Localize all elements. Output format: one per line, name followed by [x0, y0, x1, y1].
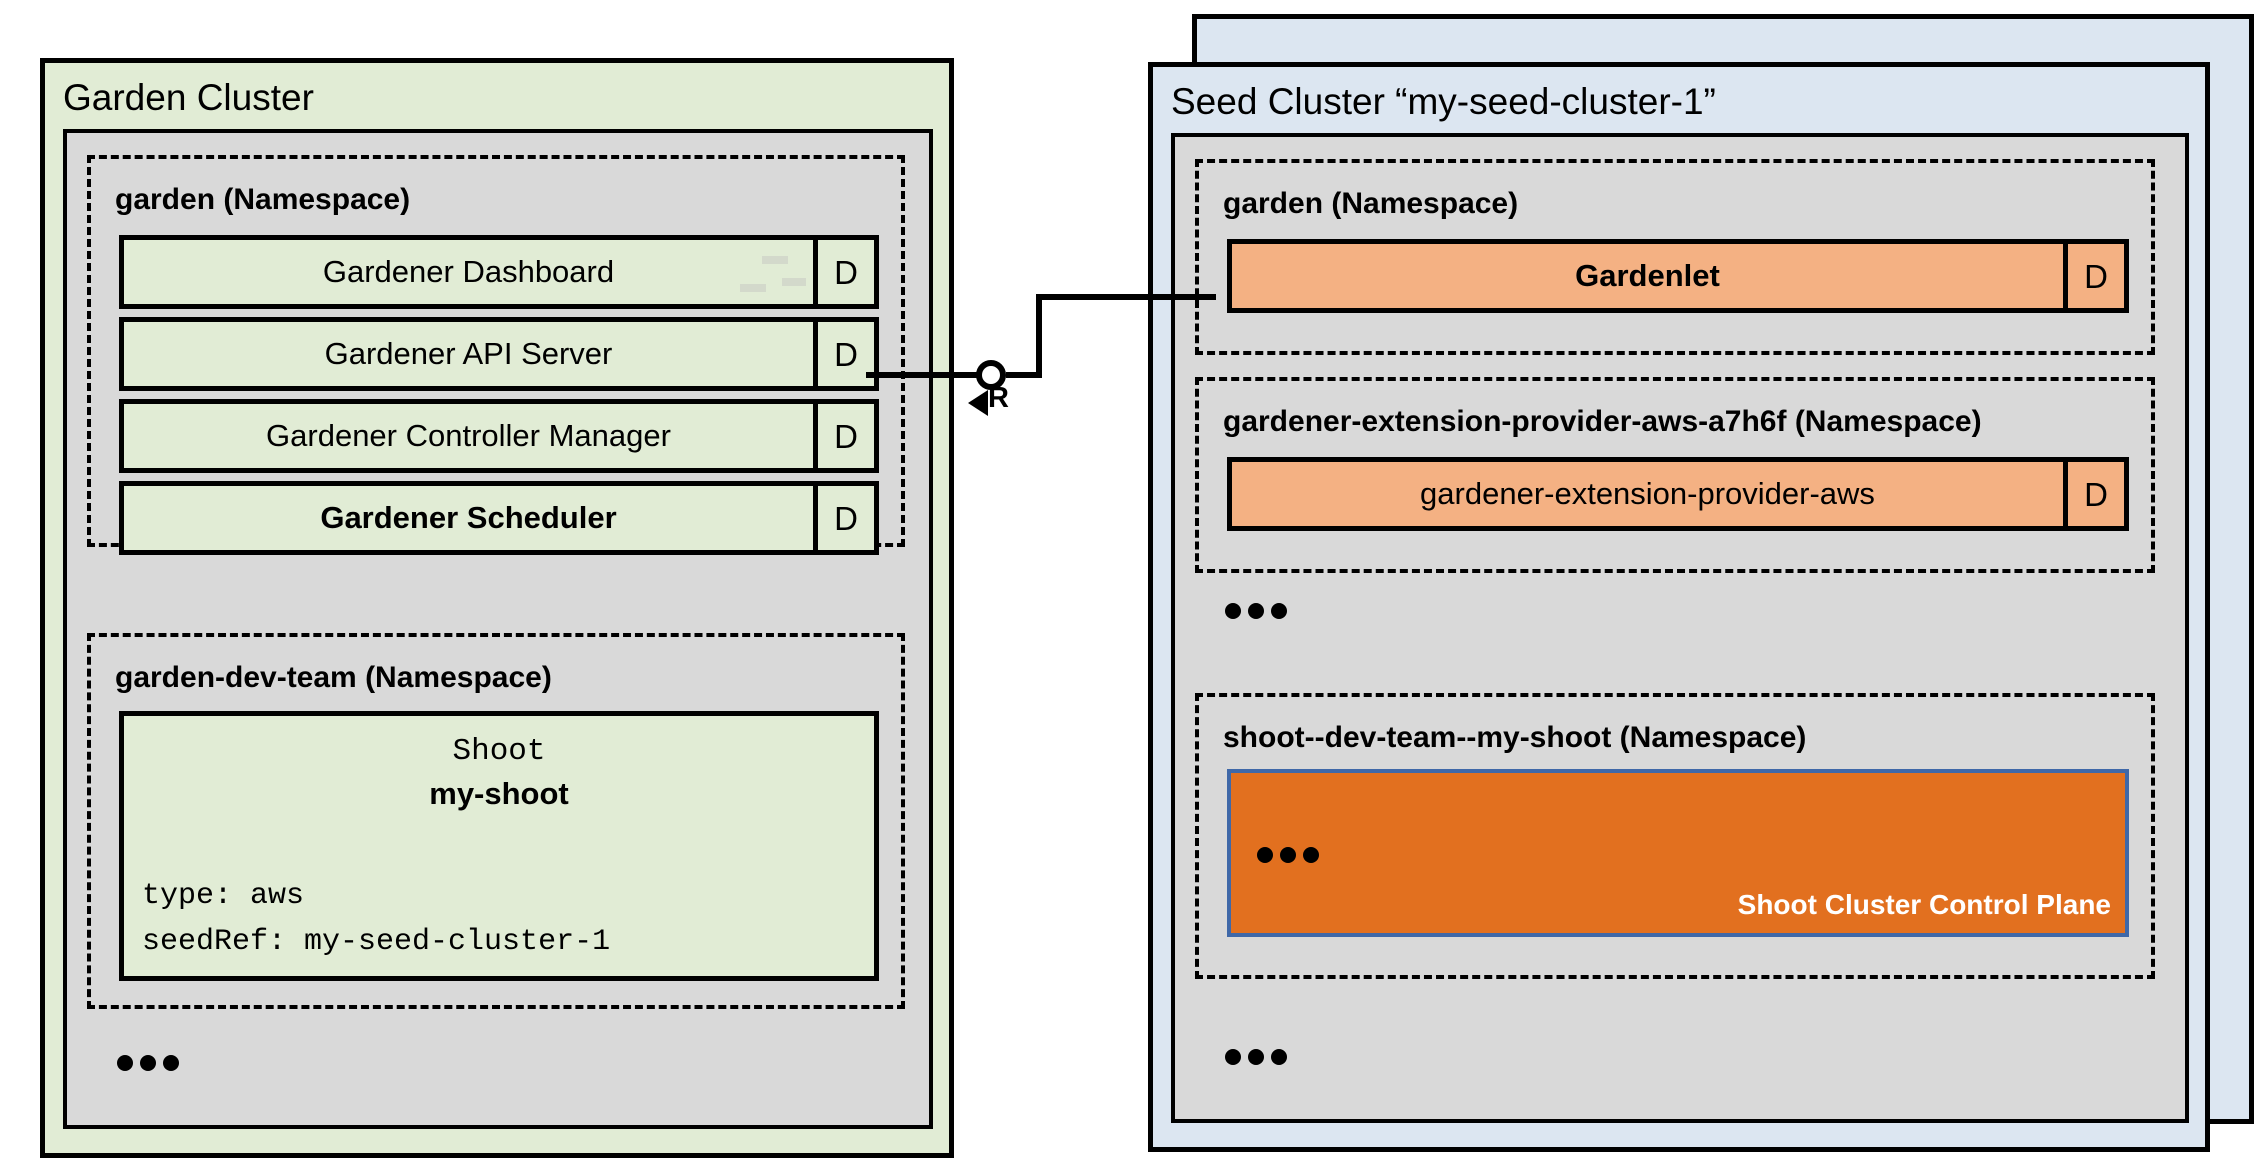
component-gardener-api-server-label: Gardener API Server	[324, 336, 613, 371]
garden-cluster-title: Garden Cluster	[63, 77, 314, 118]
component-gardener-controller-manager-badge: D	[813, 404, 874, 468]
ellipsis-dot-icon	[163, 1055, 179, 1071]
namespace-garden: garden (Namespace) Gardener Dashboard D …	[87, 155, 905, 555]
namespace-shoot-dev-team-my-shoot: shoot--dev-team--my-shoot (Namespace) Sh…	[1195, 693, 2155, 979]
garden-cluster-more-indicator	[117, 1055, 179, 1071]
component-gardenlet-label: Gardenlet	[1575, 258, 1720, 293]
namespace-garden-dev-team: garden-dev-team (Namespace) Shoot my-sho…	[87, 633, 905, 1009]
component-gardener-extension-provider-aws-badge: D	[2063, 462, 2124, 526]
component-gardener-scheduler[interactable]: Gardener Scheduler D	[119, 481, 879, 555]
ellipsis-dot-icon	[1225, 1049, 1241, 1065]
control-plane-more-indicator	[1257, 847, 1319, 863]
ellipsis-dot-icon	[140, 1055, 156, 1071]
ellipsis-dot-icon	[1257, 847, 1273, 863]
connector-segment-h1	[866, 372, 982, 378]
component-gardener-dashboard-badge: D	[813, 240, 874, 304]
component-gardener-controller-manager[interactable]: Gardener Controller Manager D	[119, 399, 879, 473]
seed-cluster-node-area: garden (Namespace) Gardenlet D gardener-…	[1171, 133, 2189, 1123]
shoot-kind-label: Shoot	[452, 734, 546, 769]
garden-cluster-card: Garden Cluster garden (Namespace) Garden…	[40, 58, 954, 1158]
component-gardener-scheduler-label: Gardener Scheduler	[320, 500, 617, 535]
seed-cluster-card: Seed Cluster “my-seed-cluster-1” garden …	[1148, 62, 2210, 1152]
namespace-shoot-dev-team-my-shoot-label: shoot--dev-team--my-shoot (Namespace)	[1223, 721, 1807, 754]
shoot-spec-line-type: type: aws	[142, 879, 305, 913]
connector-socket-icon	[976, 360, 1006, 390]
component-gardener-api-server-badge: D	[813, 322, 874, 386]
namespace-garden-dev-team-label: garden-dev-team (Namespace)	[115, 661, 552, 694]
ellipsis-dot-icon	[117, 1055, 133, 1071]
ellipsis-dot-icon	[1303, 847, 1319, 863]
namespace-seed-garden-label: garden (Namespace)	[1223, 187, 1519, 220]
dashboard-glyph-icon	[740, 284, 766, 292]
connector-segment-v1	[1036, 294, 1042, 378]
component-gardenlet-badge: D	[2063, 244, 2124, 308]
component-gardenlet[interactable]: Gardenlet D	[1227, 239, 2129, 313]
ellipsis-dot-icon	[1225, 603, 1241, 619]
garden-cluster-node-area: garden (Namespace) Gardener Dashboard D …	[63, 129, 933, 1129]
dashboard-glyph-icon	[762, 256, 788, 264]
connector-arrow-icon	[968, 390, 988, 416]
component-gardener-api-server[interactable]: Gardener API Server D	[119, 317, 879, 391]
namespace-garden-label: garden (Namespace)	[115, 183, 411, 216]
ellipsis-dot-icon	[1271, 1049, 1287, 1065]
ellipsis-dot-icon	[1280, 847, 1296, 863]
resource-shoot-my-shoot[interactable]: Shoot my-shoot type: aws seedRef: my-see…	[119, 711, 879, 981]
connector-segment-h2	[1006, 372, 1042, 378]
shoot-spec-line-seedref: seedRef: my-seed-cluster-1	[142, 925, 611, 959]
component-gardener-extension-provider-aws[interactable]: gardener-extension-provider-aws D	[1227, 457, 2129, 531]
namespace-seed-garden: garden (Namespace) Gardenlet D	[1195, 159, 2155, 355]
shoot-cluster-control-plane[interactable]: Shoot Cluster Control Plane	[1227, 769, 2129, 937]
seed-cluster-title: Seed Cluster “my-seed-cluster-1”	[1171, 81, 1716, 122]
connector-label-r: R	[988, 382, 1009, 414]
ellipsis-dot-icon	[1248, 603, 1264, 619]
component-gardener-controller-manager-label: Gardener Controller Manager	[266, 418, 671, 453]
seed-cluster-more-indicator-bottom	[1225, 1049, 1287, 1065]
shoot-cluster-control-plane-label: Shoot Cluster Control Plane	[1737, 889, 2111, 920]
namespace-gardener-extension-provider-aws-label: gardener-extension-provider-aws-a7h6f (N…	[1223, 405, 1982, 438]
ellipsis-dot-icon	[1271, 603, 1287, 619]
seed-cluster-more-indicator-middle	[1225, 603, 1287, 619]
component-gardener-scheduler-badge: D	[813, 486, 874, 550]
component-gardener-dashboard-label: Gardener Dashboard	[322, 254, 615, 289]
ellipsis-dot-icon	[1248, 1049, 1264, 1065]
dashboard-glyph-icon	[782, 278, 806, 286]
component-gardener-extension-provider-aws-label: gardener-extension-provider-aws	[1420, 476, 1875, 511]
shoot-name-label: my-shoot	[429, 776, 569, 811]
namespace-gardener-extension-provider-aws: gardener-extension-provider-aws-a7h6f (N…	[1195, 377, 2155, 573]
connector-segment-h3	[1036, 294, 1216, 300]
component-gardener-dashboard[interactable]: Gardener Dashboard D	[119, 235, 879, 309]
